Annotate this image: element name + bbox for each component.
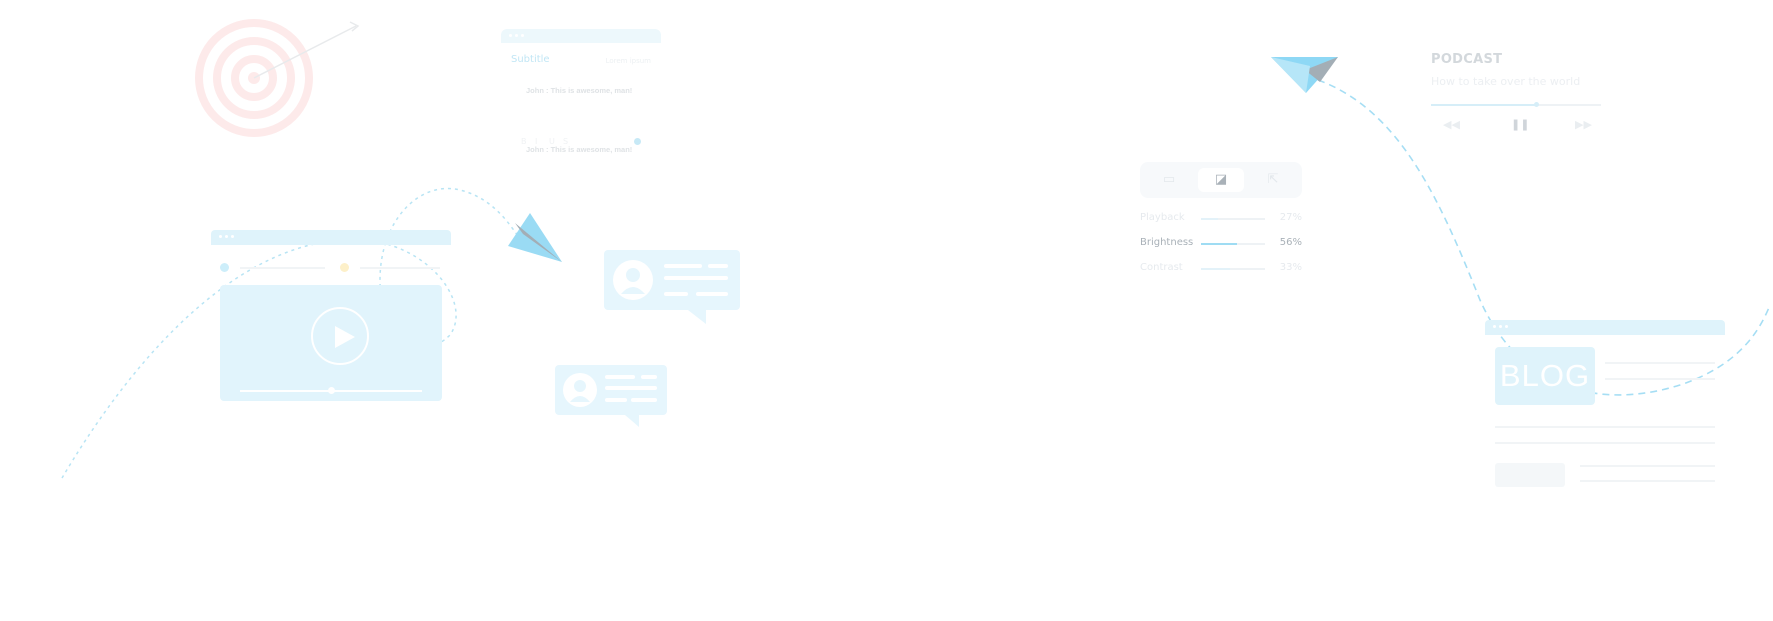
avatar-icon xyxy=(613,260,653,300)
rewind-icon[interactable]: ◀◀ xyxy=(1443,118,1460,131)
slider-fill xyxy=(1201,218,1219,220)
slider-fill xyxy=(1201,243,1237,245)
text-line xyxy=(641,375,657,379)
setting-label: Playback xyxy=(1140,212,1185,223)
window-title-bar xyxy=(501,29,661,43)
video-screen xyxy=(220,285,442,401)
blog-badge: BLOG xyxy=(1495,347,1595,405)
setting-value: 33% xyxy=(1279,262,1302,273)
settings-tabs: ▭ ◪ ⇱ xyxy=(1140,162,1302,198)
text-line xyxy=(1605,362,1715,364)
text-line xyxy=(1605,378,1715,380)
forward-icon[interactable]: ▶▶ xyxy=(1575,118,1592,131)
window-controls xyxy=(1493,325,1513,329)
read-more-button[interactable] xyxy=(1495,463,1565,487)
setting-slider[interactable] xyxy=(1201,218,1265,220)
url-bar[interactable] xyxy=(240,267,325,269)
text-line xyxy=(1580,465,1715,467)
text-line xyxy=(664,276,728,280)
setting-slider[interactable] xyxy=(1201,243,1265,245)
speech-bubble xyxy=(604,250,740,324)
setting-row-brightness: Brightness 56% xyxy=(1140,237,1302,251)
video-player-window xyxy=(211,230,451,402)
text-line xyxy=(605,386,657,390)
chat-toolbar: B I U S xyxy=(521,137,641,149)
window-title-bar xyxy=(211,230,451,245)
chat-message: John : This is awesome, man! xyxy=(526,86,633,95)
monitor-icon: ▭ xyxy=(1162,172,1176,187)
tab-contrast[interactable]: ◪ xyxy=(1198,168,1244,192)
podcast-progress-fill xyxy=(1431,104,1537,106)
setting-label: Brightness xyxy=(1140,237,1194,248)
video-progress-bar[interactable] xyxy=(240,387,422,394)
slider-fill xyxy=(1201,268,1230,270)
progress-knob[interactable] xyxy=(328,387,335,394)
chat-message: John : This is awesome, man! xyxy=(526,145,633,154)
window-controls xyxy=(219,235,239,239)
subtitle-chat-window: Subtitle Lorem ipsum John : This is awes… xyxy=(501,29,661,161)
status-dot xyxy=(340,263,349,272)
text-line xyxy=(605,398,627,402)
blog-window: BLOG xyxy=(1485,320,1725,495)
status-dot xyxy=(220,263,229,272)
share-icon: ⇱ xyxy=(1267,172,1279,187)
text-line xyxy=(708,264,728,268)
setting-label: Contrast xyxy=(1140,262,1183,273)
italic-icon[interactable]: I xyxy=(535,137,538,146)
window-controls xyxy=(509,34,529,38)
setting-value: 56% xyxy=(1279,237,1302,248)
text-line xyxy=(631,398,657,402)
text-line xyxy=(605,375,635,379)
avatar-icon xyxy=(563,373,597,407)
chat-title: Subtitle xyxy=(511,54,550,65)
text-line xyxy=(664,264,702,268)
video-toolbar xyxy=(220,263,440,273)
bubble-tail xyxy=(688,310,706,324)
text-line xyxy=(1495,442,1715,444)
tab-share[interactable]: ⇱ xyxy=(1250,168,1296,192)
speech-bubble xyxy=(555,365,667,427)
target-icon xyxy=(195,19,360,137)
setting-row-contrast: Contrast 33% xyxy=(1140,262,1302,276)
paper-plane-large-icon xyxy=(1271,57,1338,93)
setting-value: 27% xyxy=(1279,212,1302,223)
podcast-label: PODCAST xyxy=(1431,52,1503,67)
strike-icon[interactable]: S xyxy=(563,137,569,146)
url-bar[interactable] xyxy=(360,267,440,269)
setting-row-playback: Playback 27% xyxy=(1140,212,1302,226)
tab-monitor[interactable]: ▭ xyxy=(1146,168,1192,192)
play-icon[interactable] xyxy=(311,307,369,365)
chat-meta: Lorem ipsum xyxy=(605,57,651,65)
underline-icon[interactable]: U xyxy=(549,137,555,146)
text-line xyxy=(1580,480,1715,482)
podcast-player: PODCAST How to take over the world ◀◀ ❚❚… xyxy=(1431,52,1601,138)
pause-icon[interactable]: ❚❚ xyxy=(1511,118,1530,131)
bold-icon[interactable]: B xyxy=(521,137,527,146)
paper-plane-icon xyxy=(508,213,562,262)
setting-slider[interactable] xyxy=(1201,268,1265,270)
toggle-knob[interactable] xyxy=(634,138,641,145)
window-title-bar xyxy=(1485,320,1725,335)
text-line xyxy=(1495,426,1715,428)
text-line xyxy=(696,292,728,296)
bubble-tail xyxy=(625,415,639,427)
contrast-icon: ◪ xyxy=(1214,172,1228,187)
podcast-title: How to take over the world xyxy=(1431,75,1581,88)
text-line xyxy=(664,292,688,296)
podcast-progress-bar[interactable] xyxy=(1431,102,1601,107)
podcast-progress-knob[interactable] xyxy=(1534,102,1540,107)
dashed-flight-path-left xyxy=(61,187,526,479)
display-settings-panel: ▭ ◪ ⇱ Playback 27% Brightness 56% Contra… xyxy=(1140,162,1302,282)
